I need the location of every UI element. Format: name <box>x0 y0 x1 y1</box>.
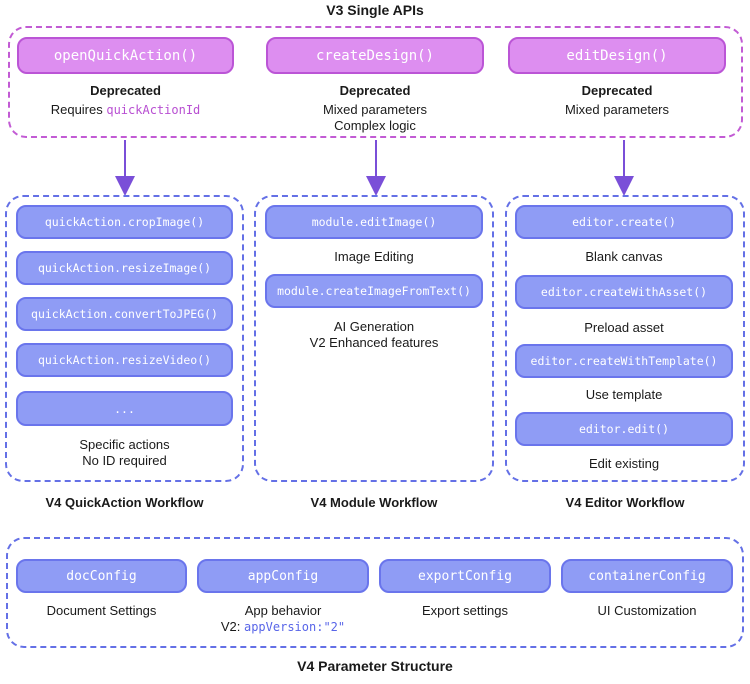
module-create-image-from-text: module.createImageFromText() <box>265 274 483 308</box>
module-edit-image: module.editImage() <box>265 205 483 239</box>
export-settings-label: Export settings <box>422 603 508 618</box>
editor-create-with-asset: editor.createWithAsset() <box>515 275 733 309</box>
module-ai-caption: AI Generation V2 Enhanced features <box>265 319 483 351</box>
editor-create-with-template: editor.createWithTemplate() <box>515 344 733 378</box>
export-config: exportConfig <box>379 559 551 593</box>
ui-customization-label: UI Customization <box>597 603 697 618</box>
params-title: V4 Parameter Structure <box>297 658 453 674</box>
edit-design-api: editDesign() <box>508 37 726 74</box>
more-actions-ellipsis: ... <box>16 391 233 426</box>
edit-design-caption: Deprecated Mixed parameters <box>508 83 726 118</box>
quick-action-id-code: quickActionId <box>106 103 201 117</box>
open-quick-action-api: openQuickAction() <box>17 37 234 74</box>
requires-label: Requires <box>50 102 107 117</box>
document-settings-label: Document Settings <box>46 603 157 618</box>
app-config: appConfig <box>197 559 369 593</box>
no-id-required-label: No ID required <box>82 453 167 468</box>
app-behavior-label: App behavior <box>244 603 322 618</box>
open-quick-action-caption: Deprecated Requires quickActionId <box>17 83 234 118</box>
app-version-code: appVersion:"2" <box>243 620 346 634</box>
create-design-caption: Deprecated Mixed parameters Complex logi… <box>266 83 484 134</box>
app-config-caption: App behavior V2: appVersion:"2" <box>197 603 369 635</box>
module-group <box>254 195 494 482</box>
module-title: V4 Module Workflow <box>310 495 438 510</box>
v3-group <box>8 26 743 138</box>
resize-image-action: quickAction.resizeImage() <box>16 251 233 285</box>
v2-prefix-label: V2: <box>220 619 244 634</box>
image-editing-label: Image Editing <box>334 249 414 264</box>
create-design-api: createDesign() <box>266 37 484 74</box>
v3-section-title: V3 Single APIs <box>326 2 424 18</box>
blank-canvas-label: Blank canvas <box>585 249 663 264</box>
quickaction-title: V4 QuickAction Workflow <box>45 495 204 510</box>
params-group <box>6 537 744 648</box>
complex-logic-label: Complex logic <box>334 118 416 133</box>
editor-edit: editor.edit() <box>515 412 733 446</box>
mixed-parameters-label: Mixed parameters <box>322 102 428 117</box>
edit-existing-label: Edit existing <box>588 456 660 471</box>
deprecated-label: Deprecated <box>339 83 411 98</box>
container-config: containerConfig <box>561 559 733 593</box>
quickaction-caption: Specific actions No ID required <box>16 437 233 469</box>
specific-actions-label: Specific actions <box>79 437 170 452</box>
crop-image-action: quickAction.cropImage() <box>16 205 233 239</box>
quickaction-group <box>5 195 244 482</box>
deprecated-label: Deprecated <box>581 83 653 98</box>
editor-group <box>505 195 745 482</box>
doc-config: docConfig <box>16 559 187 593</box>
mixed-parameters-label: Mixed parameters <box>564 102 670 117</box>
use-template-label: Use template <box>585 387 663 402</box>
deprecated-label: Deprecated <box>90 83 161 98</box>
editor-title: V4 Editor Workflow <box>565 495 685 510</box>
resize-video-action: quickAction.resizeVideo() <box>16 343 233 377</box>
convert-to-jpeg-action: quickAction.convertToJPEG() <box>16 297 233 331</box>
editor-create: editor.create() <box>515 205 733 239</box>
preload-asset-label: Preload asset <box>584 320 664 335</box>
ai-generation-label: AI Generation <box>333 319 415 334</box>
v2-enhanced-label: V2 Enhanced features <box>309 335 439 350</box>
